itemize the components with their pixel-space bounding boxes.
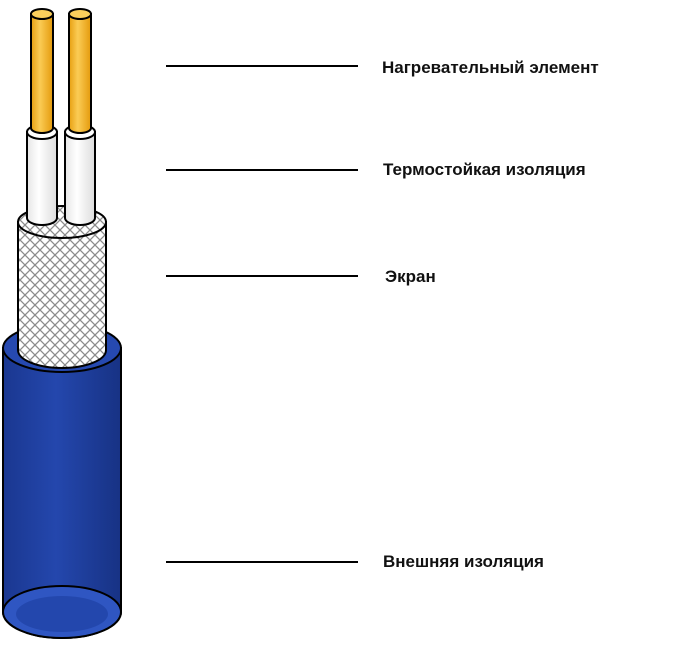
heat-resistant-insulation-label: Термостойкая изоляция (383, 160, 586, 179)
left-conductor (26, 8, 58, 226)
outer-jacket (2, 323, 122, 639)
shield-braid (17, 205, 107, 369)
outer-insulation-label: Внешняя изоляция (383, 552, 544, 571)
shield-label: Экран (385, 267, 436, 286)
right-conductor (64, 8, 96, 226)
heating-element-label: Нагревательный элемент (382, 58, 599, 77)
